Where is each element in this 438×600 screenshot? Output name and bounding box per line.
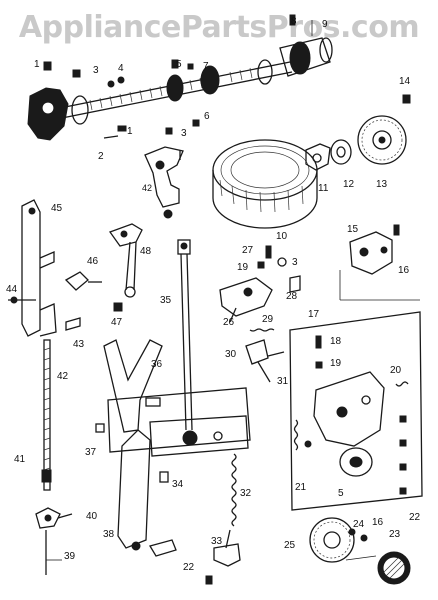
- callout-42: 42: [57, 371, 69, 382]
- callout-21: 21: [295, 482, 307, 493]
- needle-bar-assembly: [8, 199, 123, 575]
- callout-11: 11: [318, 183, 329, 194]
- callout-16: 16: [372, 517, 384, 528]
- watermark: AppliancePartsPros.com: [18, 10, 420, 45]
- main-shaft-assembly: [27, 14, 333, 141]
- callout-44: 44: [6, 284, 18, 295]
- callout-10: 10: [276, 231, 288, 242]
- callout-3: 3: [292, 257, 298, 268]
- callout-25: 25: [284, 540, 296, 551]
- callout-48: 48: [140, 246, 152, 257]
- callout-43: 43: [73, 339, 85, 350]
- callout-26: 26: [223, 317, 235, 328]
- callout-1: 1: [34, 59, 40, 70]
- callout-47: 47: [111, 317, 123, 328]
- callout-46: 46: [87, 256, 99, 267]
- callout-6: 6: [204, 111, 210, 122]
- callout-31: 31: [277, 376, 289, 387]
- gear-washer-set: [305, 94, 411, 171]
- callout-14: 14: [399, 76, 411, 87]
- callout-3: 3: [93, 65, 99, 76]
- callout-5: 5: [176, 59, 182, 70]
- feed-fork-lever: [95, 339, 251, 557]
- callout-29: 29: [262, 314, 274, 325]
- callout-41: 41: [14, 454, 26, 465]
- callout-22: 22: [183, 562, 195, 573]
- callout-40: 40: [86, 511, 98, 522]
- feed-rod-assembly: [108, 223, 193, 431]
- callout-4: 4: [118, 63, 124, 74]
- callout-19: 19: [330, 358, 342, 369]
- callout-12: 12: [343, 179, 355, 190]
- callout-33: 33: [211, 536, 223, 547]
- callout-16: 16: [398, 265, 410, 276]
- callout-3: 3: [181, 128, 187, 139]
- callout-38: 38: [103, 529, 115, 540]
- callout-15: 15: [347, 224, 359, 235]
- callout-39: 39: [64, 551, 76, 562]
- callout-7: 7: [203, 61, 209, 72]
- callout-27: 27: [242, 245, 254, 256]
- spring-rod: [205, 453, 241, 585]
- callout-23: 23: [389, 529, 401, 540]
- callout-24: 24: [353, 519, 365, 530]
- callout-17: 17: [308, 309, 320, 320]
- callout-18: 18: [330, 336, 342, 347]
- hook-bracket-assembly: [289, 224, 423, 585]
- callout-28: 28: [286, 291, 298, 302]
- callout-8: 8: [291, 16, 297, 27]
- callout-34: 34: [172, 479, 184, 490]
- tension-bracket: [219, 245, 301, 383]
- callout-45: 45: [51, 203, 63, 214]
- callout-1: 1: [127, 126, 133, 137]
- callout-37: 37: [85, 447, 97, 458]
- callout-13: 13: [376, 179, 388, 190]
- callout-2: 2: [98, 151, 104, 162]
- shuttle-crank: [144, 146, 184, 219]
- callout-42-sub: 42: [142, 183, 153, 193]
- callout-32: 32: [240, 488, 252, 499]
- callout-20: 20: [390, 365, 402, 376]
- callout-30: 30: [225, 349, 237, 360]
- callout-22: 22: [409, 512, 421, 523]
- drum-assembly: [212, 139, 318, 229]
- callout-5: 5: [338, 488, 344, 499]
- callout-9: 9: [322, 19, 328, 30]
- callout-19: 19: [237, 262, 249, 273]
- callout-36: 36: [151, 359, 163, 370]
- callout-35: 35: [160, 295, 172, 306]
